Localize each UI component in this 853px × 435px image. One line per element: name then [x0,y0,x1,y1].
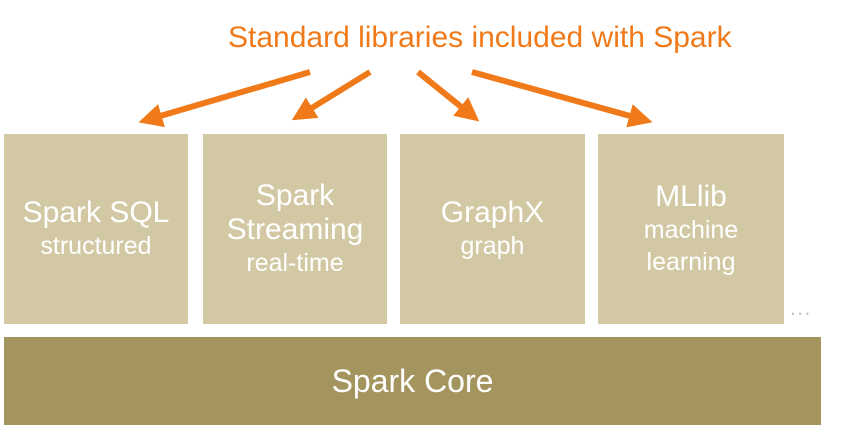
library-box-spark-sql: Spark SQL structured [4,134,188,324]
library-title: Spark SQL [22,196,170,229]
arrow-to-spark-streaming [291,69,372,121]
library-box-mllib: MLlib machine learning [598,134,784,324]
spark-core-box: Spark Core [4,337,821,425]
library-subtitle: graph [460,232,525,260]
library-subtitle: learning [646,248,736,276]
arrow-to-graphx [416,69,480,122]
spark-core-label: Spark Core [331,362,494,399]
more-libraries-ellipsis: ... [790,295,812,320]
libraries-caption: Standard libraries included with Spark [228,21,732,54]
library-title: Streaming [226,213,364,246]
library-subtitle: real-time [246,249,344,277]
library-box-graphx: GraphX graph [400,134,585,324]
library-subtitle: machine [643,216,739,244]
arrow-to-mllib [471,69,653,128]
library-title: MLlib [655,180,727,213]
library-subtitle: structured [40,232,152,260]
library-title: GraphX [440,196,545,229]
arrow-to-spark-sql [138,69,311,128]
library-title: Spark [255,179,335,212]
library-box-spark-streaming: Spark Streaming real-time [203,134,387,324]
